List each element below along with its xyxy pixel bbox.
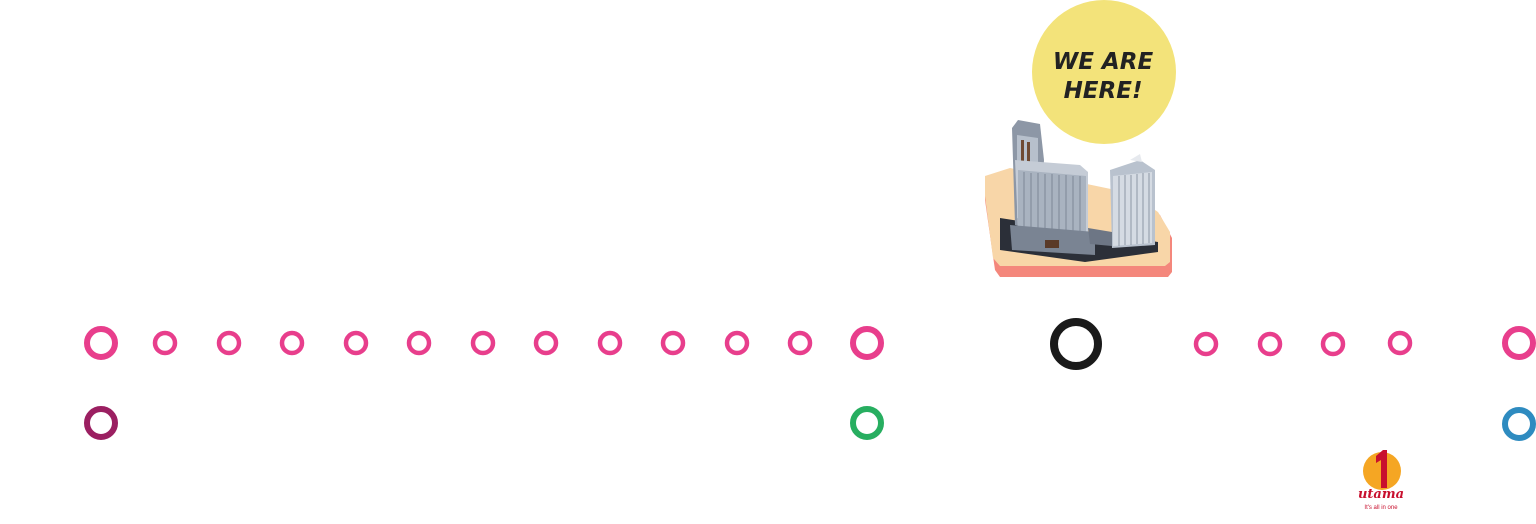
logo-tagline: It's all in one xyxy=(1364,505,1398,511)
station-stop[interactable] xyxy=(279,330,305,356)
station-current-location[interactable] xyxy=(1050,318,1102,370)
station-stop[interactable] xyxy=(533,330,559,356)
station-stop[interactable] xyxy=(152,330,178,356)
station-stop[interactable] xyxy=(406,330,432,356)
station-stop[interactable] xyxy=(1257,331,1283,357)
logo-numeral xyxy=(1376,450,1387,488)
we-are-here-bubble: WE ARE HERE! xyxy=(1032,0,1176,144)
main-line xyxy=(84,326,1536,360)
station-stop[interactable] xyxy=(470,330,496,356)
station-interchange-mid[interactable] xyxy=(850,326,884,360)
station-interchange-east[interactable] xyxy=(1502,326,1536,360)
station-stop[interactable] xyxy=(343,330,369,356)
bubble-line-1: WE ARE xyxy=(1053,49,1154,75)
station-interchange-west[interactable] xyxy=(84,326,118,360)
branch-station-mid[interactable] xyxy=(850,406,884,440)
station-stop[interactable] xyxy=(216,330,242,356)
station-stop[interactable] xyxy=(1387,330,1413,356)
branch-station-east[interactable] xyxy=(1502,407,1536,441)
station-stop[interactable] xyxy=(1193,331,1219,357)
station-stop[interactable] xyxy=(787,330,813,356)
branch-station-west[interactable] xyxy=(84,406,118,440)
bubble-line-2: HERE! xyxy=(1064,78,1143,104)
one-utama-logo: utama It's all in one xyxy=(1358,450,1404,511)
station-stop[interactable] xyxy=(597,330,623,356)
building-illustration xyxy=(985,120,1172,277)
station-stop[interactable] xyxy=(724,330,750,356)
logo-word: utama xyxy=(1358,487,1404,502)
station-stop[interactable] xyxy=(660,330,686,356)
station-stop[interactable] xyxy=(1320,331,1346,357)
